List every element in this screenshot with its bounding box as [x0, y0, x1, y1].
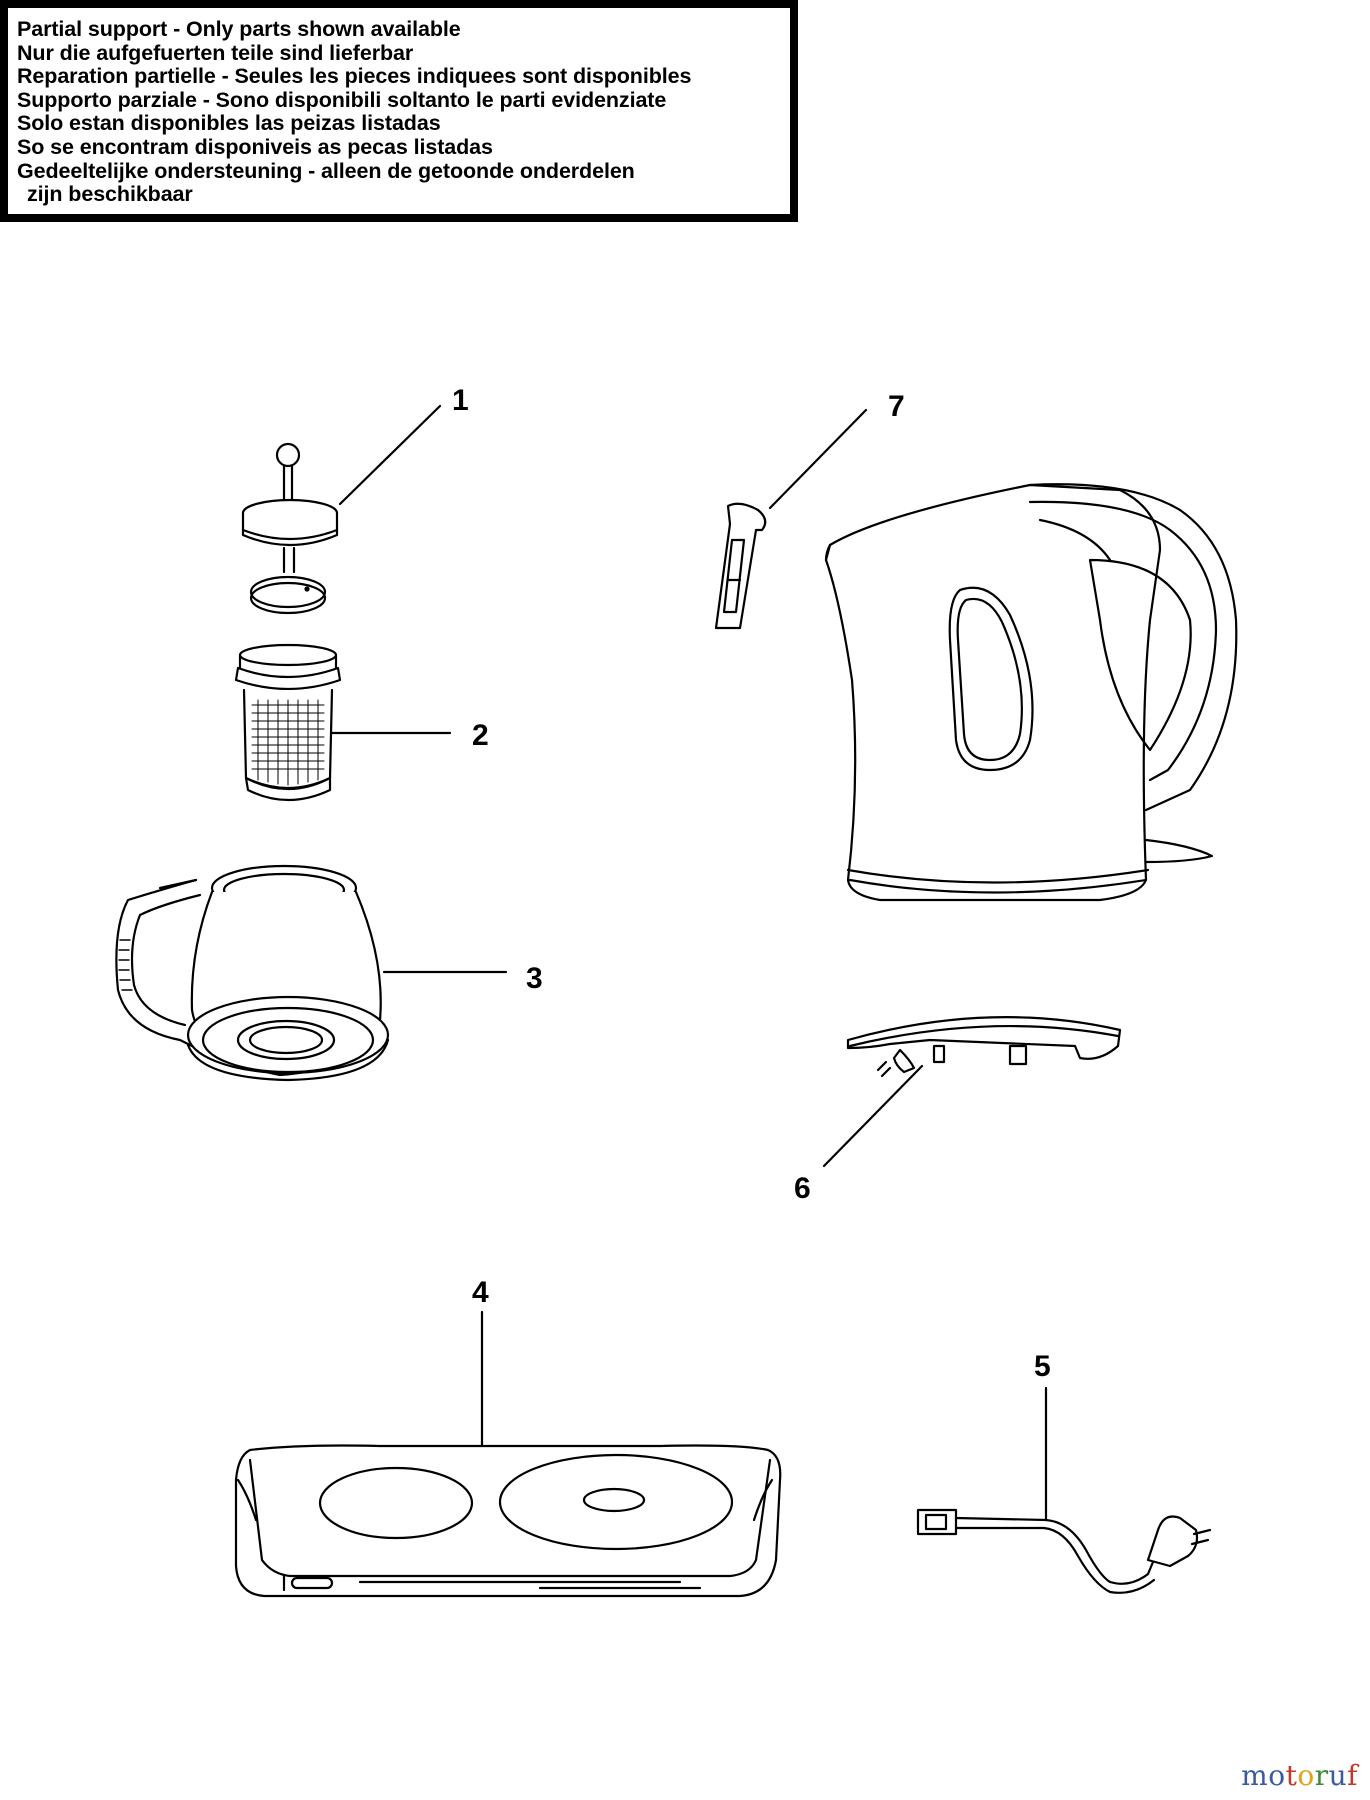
- callout-6: 6: [794, 1172, 811, 1205]
- notice-line-pt: So se encontram disponiveis as pecas lis…: [17, 134, 493, 159]
- callout-4: 4: [472, 1276, 489, 1309]
- watermark-letter: u: [1328, 1759, 1348, 1792]
- notice-line-en: Partial support - Only parts shown avail…: [17, 17, 461, 41]
- watermark-letter: o: [1268, 1759, 1286, 1792]
- glass-jug-icon[interactable]: [115, 864, 390, 1082]
- kettle-base-plate-icon[interactable]: [846, 1016, 1122, 1078]
- water-gauge-icon[interactable]: [714, 502, 767, 630]
- notice-line-es: Solo estan disponibles las peizas listad…: [17, 111, 441, 136]
- callout-1: 1: [452, 384, 469, 417]
- callout-3: 3: [526, 962, 543, 995]
- leader-line-1: [338, 404, 442, 506]
- notice-line-nl: Gedeeltelijke ondersteuning - alleen de …: [17, 158, 635, 183]
- kettle-body-icon: [824, 483, 1238, 902]
- notice-line-de: Nur die aufgefuerten teile sind lieferba…: [17, 40, 414, 65]
- partial-support-notice: Partial support - Only parts shown avail…: [0, 0, 798, 222]
- leader-line-7: [768, 408, 868, 510]
- watermark-letter: f: [1347, 1759, 1358, 1792]
- watermark-letter: o: [1297, 1759, 1315, 1792]
- motoruf-watermark: motoruf: [1241, 1759, 1358, 1792]
- hotplate-base-icon[interactable]: [234, 1444, 782, 1598]
- callout-2: 2: [472, 719, 489, 752]
- watermark-letter: r: [1314, 1759, 1329, 1792]
- notice-line-fr: Reparation partielle - Seules les pieces…: [17, 64, 692, 89]
- notice-line-nl-cont: zijn beschikbaar: [27, 182, 193, 207]
- callout-7: 7: [888, 390, 905, 423]
- jug-handle-grip: [118, 939, 133, 991]
- filter-basket-icon[interactable]: [234, 643, 342, 802]
- watermark-letters: motoruf: [1241, 1759, 1358, 1792]
- watermark-letter: t: [1285, 1759, 1298, 1792]
- filter-mesh: [251, 699, 325, 786]
- plunger-lid-icon[interactable]: [241, 442, 339, 615]
- leader-line-6: [822, 1064, 924, 1168]
- callout-5: 5: [1034, 1350, 1051, 1383]
- watermark-letter: m: [1241, 1759, 1269, 1792]
- notice-line-it: Supporto parziale - Sono disponibili sol…: [17, 87, 667, 112]
- power-cord-icon[interactable]: [916, 1508, 1212, 1594]
